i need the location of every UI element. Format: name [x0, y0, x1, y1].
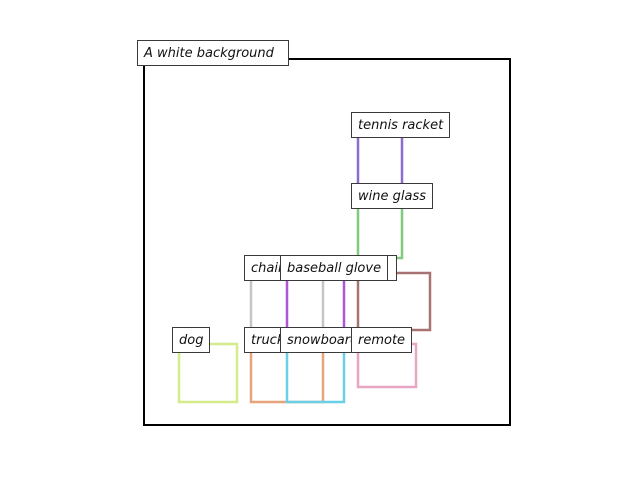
label-dog: dog — [172, 327, 211, 353]
label-remote: remote — [351, 327, 413, 353]
label-tennis-racket: tennis racket — [351, 112, 451, 138]
label-wine-glass: wine glass — [351, 183, 433, 209]
scene-frame — [143, 58, 511, 426]
label-baseball-glove: baseball glove — [280, 255, 389, 281]
caption-label: A white background — [137, 40, 289, 66]
label-snowboard: snowboard — [280, 327, 356, 353]
